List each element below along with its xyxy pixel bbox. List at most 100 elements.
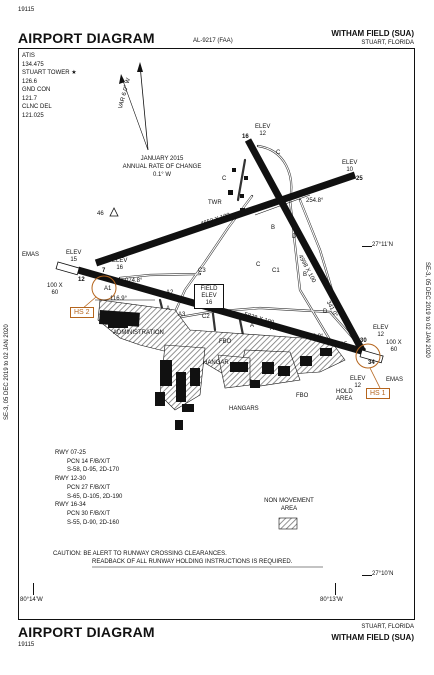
- taxiway-label-c-1: C: [276, 150, 281, 156]
- rwy-07-25-bearing: 254.8°: [306, 198, 324, 204]
- freq-clnc-label: CLNC DEL: [22, 104, 52, 110]
- lon-east: 80°13’W: [320, 597, 343, 603]
- rwy-info-12-30-pcn: PCN 27 F/B/X/T: [67, 484, 111, 491]
- runway-12-30: [77, 266, 366, 356]
- rwy-end-25: 25: [356, 176, 363, 182]
- freq-tower-value: 126.6: [22, 78, 38, 85]
- hangar-label: HANGAR: [203, 360, 229, 366]
- page-title: AIRPORT DIAGRAM: [18, 30, 155, 46]
- footer-city: STUART, FLORIDA: [361, 624, 414, 630]
- freq-atis-value: 134.475: [22, 61, 44, 68]
- runway-07-25: [94, 171, 357, 267]
- rwy-12-30-bearing-1: 116.9°: [110, 296, 127, 302]
- taxiway-label-a1: A1: [104, 286, 112, 292]
- non-movement-legend-swatch: [278, 517, 298, 530]
- procedure-number-top: 19115: [18, 7, 35, 13]
- elev-label-12-end: ELEV 15: [66, 250, 82, 263]
- taxiway-label-c-3: C: [222, 176, 227, 182]
- tower-label: TWR: [208, 200, 222, 206]
- rwy-end-7: 7: [102, 268, 106, 274]
- hotspot-1-label[interactable]: HS 1: [366, 388, 390, 399]
- emas-left-block: [55, 261, 80, 276]
- rwy-info-07-25: RWY 07-25: [55, 450, 86, 456]
- hold-area-label: HOLD AREA: [336, 389, 353, 402]
- elev-label-25-end: ELEV 10: [342, 160, 358, 173]
- lat-north-tick: [362, 246, 372, 247]
- taxiway-label-a-1: A: [166, 306, 171, 312]
- elev-label-7-end: ELEV 16: [112, 258, 128, 271]
- taxiway-label-c3: C3: [198, 268, 206, 274]
- obstacle-height: 46: [97, 211, 104, 217]
- taxiway-label-a4: A4: [270, 326, 278, 332]
- rwy-info-16-34: RWY 16-34: [55, 502, 86, 509]
- non-movement-legend-label: NON MOVEMENT AREA: [264, 498, 314, 512]
- taxiway-label-a3: A3: [178, 312, 186, 318]
- frame-right: [414, 48, 415, 619]
- taxiway-label-a-2: A: [250, 323, 255, 329]
- north-arrow-icon: [119, 62, 149, 151]
- obstacle-icon: [109, 207, 119, 217]
- emas-right-label: EMAS: [386, 377, 404, 383]
- taxiway-label-a5: A5: [340, 342, 348, 348]
- caution-line-1: CAUTION: BE ALERT TO RUNWAY CROSSING CLE…: [53, 551, 227, 557]
- elev-label-34-end: ELEV 12: [350, 376, 366, 389]
- lon-west: 80°14’W: [20, 597, 43, 603]
- emas-right-size: 100 X 60: [386, 340, 402, 353]
- taxiway-label-d-1: D: [292, 234, 297, 240]
- rwy-info-12-30-strength: S-65, D-105, 2D-190: [67, 493, 123, 500]
- taxiway-label-a2: A2: [166, 290, 174, 296]
- rwy-info-16-34-strength: S-55, D-90, 2D-160: [67, 519, 120, 526]
- taxiway-label-c2: C2: [202, 314, 210, 320]
- fbo-label-1: FBO: [219, 339, 232, 345]
- chart-id: AL-9217 (FAA): [193, 38, 233, 44]
- freq-tower-label: STUART TOWER ★: [22, 70, 77, 76]
- footer-procedure-number: 19115: [18, 642, 35, 648]
- airport-city: STUART, FLORIDA: [361, 40, 414, 46]
- variation-date: JANUARY 2015: [140, 156, 184, 162]
- rwy-info-12-30: RWY 12-30: [55, 476, 86, 483]
- rwy-info-07-25-pcn: PCN 14 F/B/X/T: [67, 458, 111, 465]
- emas-left-size: 100 X 60: [47, 283, 63, 296]
- administration-label: ADMINISTRATION: [113, 330, 164, 336]
- hotspot-1-circle: [355, 343, 381, 369]
- freq-gnd-label: GND CON: [22, 87, 51, 93]
- variation-rate-label: ANNUAL RATE OF CHANGE: [122, 164, 202, 170]
- freq-gnd-value: 121.7: [22, 95, 38, 102]
- rwy-info-16-34-pcn: PCN 30 F/B/X/T: [67, 510, 111, 517]
- rwy-info-07-25-strength: S-58, D-95, 2D-170: [67, 467, 120, 474]
- taxiway-label-c-2: C: [256, 262, 261, 268]
- elev-label-16-end: ELEV 12: [255, 124, 271, 137]
- caution-line-2: READBACK OF ALL RUNWAY HOLDING INSTRUCTI…: [92, 559, 293, 565]
- rwy-end-30: 30: [360, 338, 367, 344]
- hotspot-2-label[interactable]: HS 2: [70, 307, 94, 318]
- frame-left: [18, 48, 19, 619]
- airport-name: WITHAM FIELD (SUA): [331, 29, 414, 38]
- frequency-list: ATIS 134.475 STUART TOWER ★ 126.6 GND CO…: [22, 52, 77, 120]
- lat-north: 27°11’N: [372, 242, 393, 248]
- bearing-074: 074.8°: [125, 278, 143, 284]
- fbo-label-2: FBO: [296, 393, 309, 399]
- rwy-end-34: 34: [368, 360, 375, 366]
- magnetic-variation-note: JANUARY 2015 ANNUAL RATE OF CHANGE 0.1° …: [122, 155, 202, 179]
- lat-south-tick: [362, 575, 372, 576]
- taxiway-label-d-2: D: [323, 309, 328, 315]
- frame-top: [18, 48, 414, 49]
- lon-east-tick: [335, 583, 336, 595]
- runway-16-34: [244, 138, 366, 352]
- taxiway-label-c1: C1: [272, 268, 280, 274]
- emas-right-block: [359, 349, 384, 364]
- rwy-end-16: 16: [242, 134, 249, 140]
- hangars-label: HANGARS: [229, 406, 259, 412]
- field-elevation-box: FIELD ELEV 16: [194, 284, 224, 309]
- taxiway-label-b-1: B: [271, 225, 276, 231]
- taxiway-label-b-2: B: [303, 272, 308, 278]
- footer-airport-name: WITHAM FIELD (SUA): [331, 633, 414, 642]
- buildings: [99, 168, 332, 430]
- rwy-12-30-bearing-2: 296.9°: [306, 334, 324, 340]
- rwy-end-12: 12: [78, 277, 85, 283]
- freq-clnc-value: 121.025: [22, 112, 44, 119]
- footer-title: AIRPORT DIAGRAM: [18, 624, 155, 640]
- freq-atis-label: ATIS: [22, 53, 35, 59]
- frame-bottom: [18, 619, 415, 620]
